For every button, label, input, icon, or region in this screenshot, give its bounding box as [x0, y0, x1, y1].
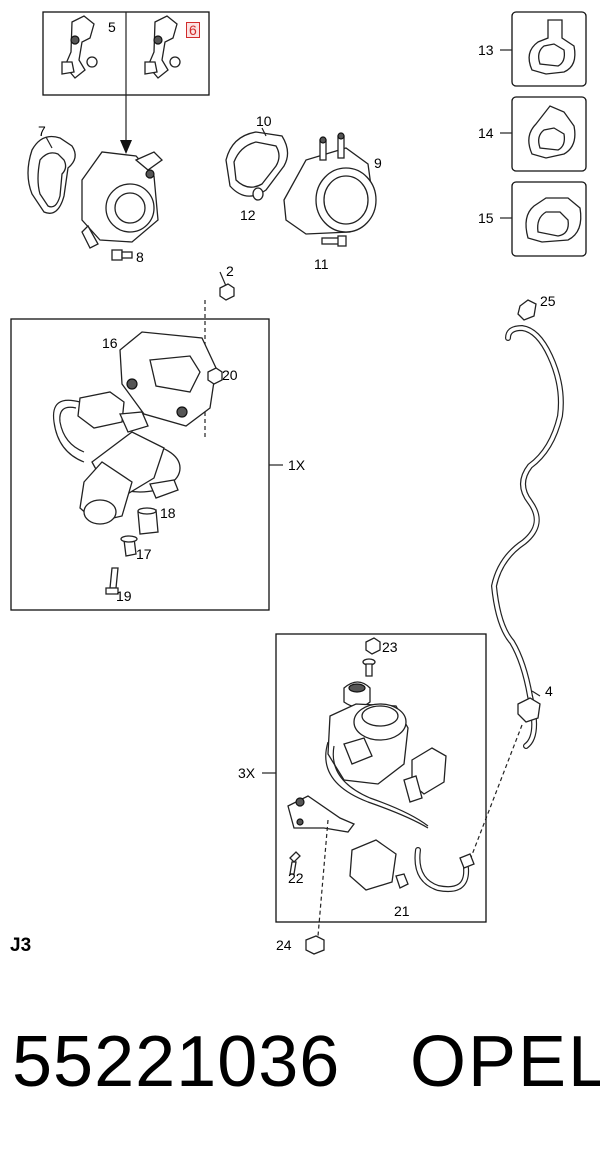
callout-9: 9: [374, 155, 382, 171]
part-10-gasket: [225, 127, 289, 197]
callout-21: 21: [394, 903, 410, 919]
callout-15: 15: [478, 210, 494, 226]
sheet-code: J3: [10, 935, 32, 956]
part-5-clamp: [61, 15, 98, 79]
part-number: 55221036: [12, 1022, 341, 1102]
part-4-hose: [469, 299, 564, 861]
callout-5: 5: [108, 19, 116, 35]
assembly-1x: [10, 318, 283, 611]
callout-8: 8: [136, 249, 144, 265]
part-12-seal: [252, 187, 264, 201]
inset-5-6: [42, 11, 210, 154]
callout-11: 11: [314, 256, 329, 272]
part-7-gasket: [27, 135, 76, 214]
part-6-clamp: [144, 15, 181, 79]
callout-10: 10: [256, 113, 272, 129]
callout-4: 4: [545, 683, 553, 699]
callout-13: 13: [478, 42, 494, 58]
callout-14: 14: [478, 125, 494, 141]
callout-19: 19: [116, 588, 132, 604]
callout-17: 17: [136, 546, 152, 562]
callout-12: 12: [240, 207, 256, 223]
brand-name: OPEL: [410, 1022, 600, 1102]
callout-7: 7: [38, 123, 46, 139]
part-11-bolt: [321, 235, 347, 247]
callout-16: 16: [102, 335, 118, 351]
box-13: [500, 11, 587, 87]
part-8-bolt: [111, 249, 133, 261]
box-15: [500, 181, 587, 257]
assembly-3x: [262, 633, 487, 923]
part-24-bolt: [305, 819, 329, 955]
callout-1x: 1X: [288, 457, 306, 473]
callout-2: 2: [226, 263, 234, 279]
callout-22: 22: [288, 870, 304, 886]
callout-18: 18: [160, 505, 176, 521]
callout-23: 23: [382, 639, 398, 655]
part-vacuum-pump: [81, 151, 164, 249]
callout-20: 20: [222, 367, 238, 383]
callout-25: 25: [540, 293, 556, 309]
box-14: [500, 96, 587, 172]
callout-6-highlighted[interactable]: 6: [186, 22, 200, 38]
part-9-vacuum-pump: [283, 132, 377, 235]
callout-3x: 3X: [238, 765, 256, 781]
callout-24: 24: [276, 937, 292, 953]
